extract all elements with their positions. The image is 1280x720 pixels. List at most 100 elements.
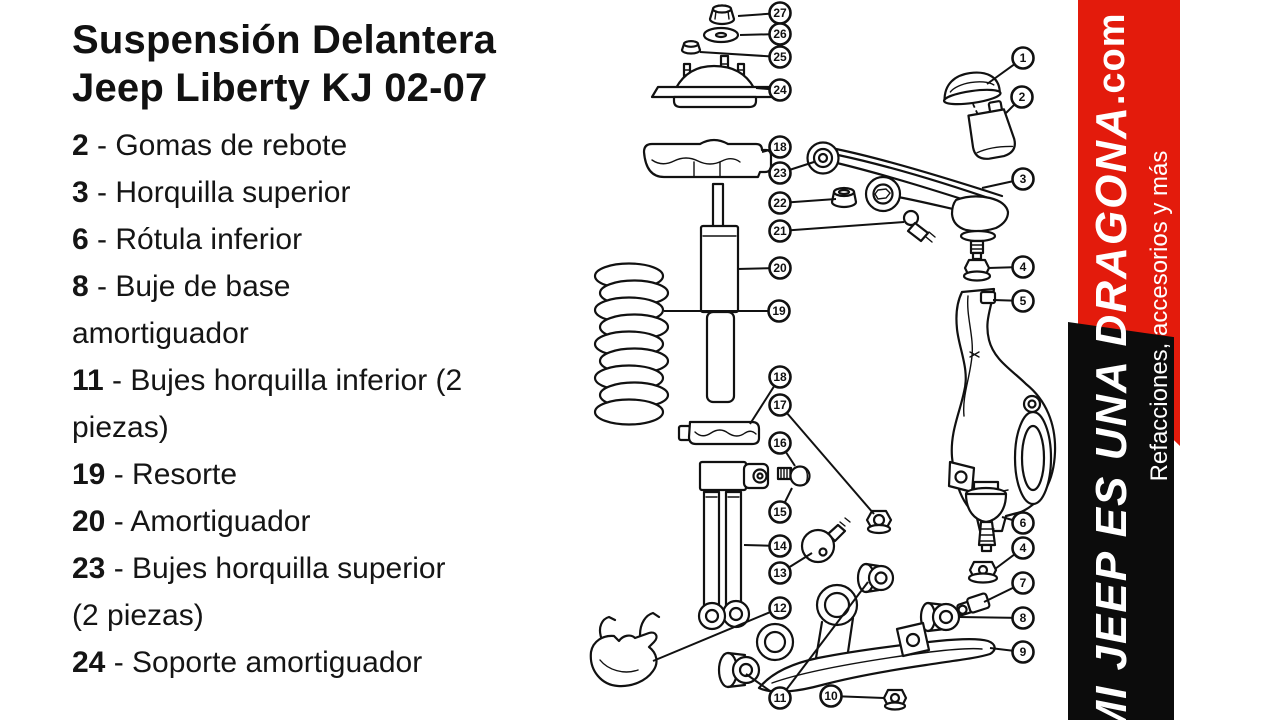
banner-black-band	[1068, 322, 1174, 720]
arm-nut-drawing	[830, 186, 858, 209]
strut-mount-drawing	[650, 54, 778, 109]
bolt-fitting-drawing	[956, 592, 991, 617]
bump-stop-drawing	[967, 100, 1016, 160]
callout-17: 17	[768, 393, 875, 515]
svg-text:7: 7	[1020, 576, 1027, 590]
callout-21: 21	[768, 219, 905, 243]
parts-list-item: 23 - Bujes horquilla superior (2 piezas)	[72, 545, 602, 639]
part-number: 23	[72, 552, 106, 585]
callout-4: 4	[987, 255, 1035, 279]
callout-14: 14	[743, 534, 792, 558]
svg-text:14: 14	[773, 539, 787, 553]
svg-text:26: 26	[773, 27, 787, 41]
callout-7: 7	[983, 571, 1035, 603]
parts-list-item: 24 - Soporte amortiguador	[72, 639, 602, 686]
lower-arm-bushing-drawing	[717, 562, 895, 689]
part-label: - Soporte amortiguador	[105, 646, 423, 679]
part-number: 2	[72, 129, 89, 162]
shock-absorber-drawing	[699, 182, 740, 404]
svg-text:13: 13	[773, 566, 787, 580]
callout-4: 4	[994, 536, 1035, 570]
callout-13: 13	[768, 552, 813, 585]
svg-text:2: 2	[1019, 90, 1026, 104]
callout-12: 12	[652, 596, 792, 662]
parts-list-item: 6 - Rótula inferior	[72, 216, 602, 263]
callout-16: 16	[768, 431, 796, 467]
callout-3: 3	[981, 167, 1035, 191]
svg-text:5: 5	[1020, 294, 1027, 308]
callout-18: 18	[761, 135, 792, 159]
upper-isolator-drawing	[642, 138, 773, 179]
callout-11: 11	[745, 581, 869, 710]
svg-text:15: 15	[773, 505, 787, 519]
svg-text:23: 23	[773, 166, 787, 180]
parts-list-item: 2 - Gomas de rebote	[72, 122, 602, 169]
svg-text:4: 4	[1020, 260, 1027, 274]
shock-rod-nut-drawing	[708, 4, 736, 26]
part-number: 11	[72, 364, 104, 397]
part-label: - Horquilla superior	[88, 176, 351, 209]
part-number: 3	[72, 176, 89, 209]
part-number: 8	[72, 270, 89, 303]
callout-19: 19	[664, 299, 791, 323]
callout-9: 9	[989, 640, 1035, 664]
brand-wordmark: MI JEEP ES UNA DRAGONA.com	[1076, 12, 1148, 720]
parts-legend: Suspensión Delantera Jeep Liberty KJ 02-…	[72, 16, 602, 686]
part-label: - Bujes horquilla inferior (2 piezas)	[72, 364, 463, 444]
callout-2: 2	[1005, 85, 1034, 114]
parts-list: 2 - Gomas de rebote 3 - Horquilla superio…	[72, 122, 602, 686]
svg-text:8: 8	[1020, 611, 1027, 625]
brand-tagline: Refacciones, accesorios y más	[1146, 150, 1173, 482]
callout-27: 27	[737, 1, 792, 25]
svg-text:18: 18	[773, 370, 787, 384]
coil-spring-drawing	[593, 262, 670, 426]
lower-isolator-drawing	[677, 420, 761, 446]
part-label: - Resorte	[105, 458, 238, 491]
part-label: - Bujes horquilla superior (2 piezas)	[72, 552, 446, 632]
svg-text:27: 27	[773, 6, 787, 20]
svg-text:24: 24	[773, 83, 787, 97]
page-title: Suspensión Delantera Jeep Liberty KJ 02-…	[72, 18, 497, 110]
callout-25: 25	[699, 45, 792, 69]
brand-domain-text: .com	[1090, 12, 1133, 106]
washer-drawing	[702, 26, 740, 44]
svg-text:21: 21	[773, 224, 787, 238]
svg-text:20: 20	[773, 261, 787, 275]
steering-knuckle-drawing	[947, 287, 1057, 533]
svg-text:18: 18	[773, 140, 787, 154]
callout-8: 8	[957, 606, 1035, 630]
part-number: 19	[72, 458, 106, 491]
part-label: - Amortiguador	[105, 505, 311, 538]
part-number: 6	[72, 223, 89, 256]
callout-10: 10	[819, 684, 885, 708]
lower-strut-drawing	[697, 460, 770, 631]
part-number: 24	[72, 646, 106, 679]
callout-18: 18	[749, 365, 792, 425]
callout-5: 5	[992, 289, 1035, 313]
svg-text:16: 16	[773, 436, 787, 450]
svg-text:25: 25	[773, 50, 787, 64]
parts-list-item: 20 - Amortiguador	[72, 498, 602, 545]
parts-list-item: 11 - Bujes horquilla inferior (2 piezas)	[72, 357, 602, 451]
pivot-nut-drawing	[882, 688, 908, 711]
svg-text:22: 22	[773, 196, 787, 210]
callout-20: 20	[736, 256, 792, 280]
part-label: - Gomas de rebote	[88, 129, 348, 162]
svg-text:11: 11	[774, 691, 787, 705]
jounce-cup-drawing	[942, 71, 1002, 106]
callout-23: 23	[768, 161, 815, 185]
lower-control-arm-drawing	[755, 583, 996, 693]
svg-text:17: 17	[773, 398, 787, 412]
small-nut-drawing	[680, 40, 702, 55]
part-label: - Rótula inferior	[88, 223, 303, 256]
svg-text:19: 19	[772, 304, 786, 318]
svg-text:10: 10	[824, 689, 838, 703]
callout-24: 24	[755, 78, 792, 102]
shield-clip-drawing	[589, 611, 661, 688]
callout-6: 6	[1001, 511, 1035, 535]
strut-bolt-drawing	[776, 465, 811, 487]
svg-text:12: 12	[773, 601, 787, 615]
parts-artwork	[589, 4, 1057, 711]
